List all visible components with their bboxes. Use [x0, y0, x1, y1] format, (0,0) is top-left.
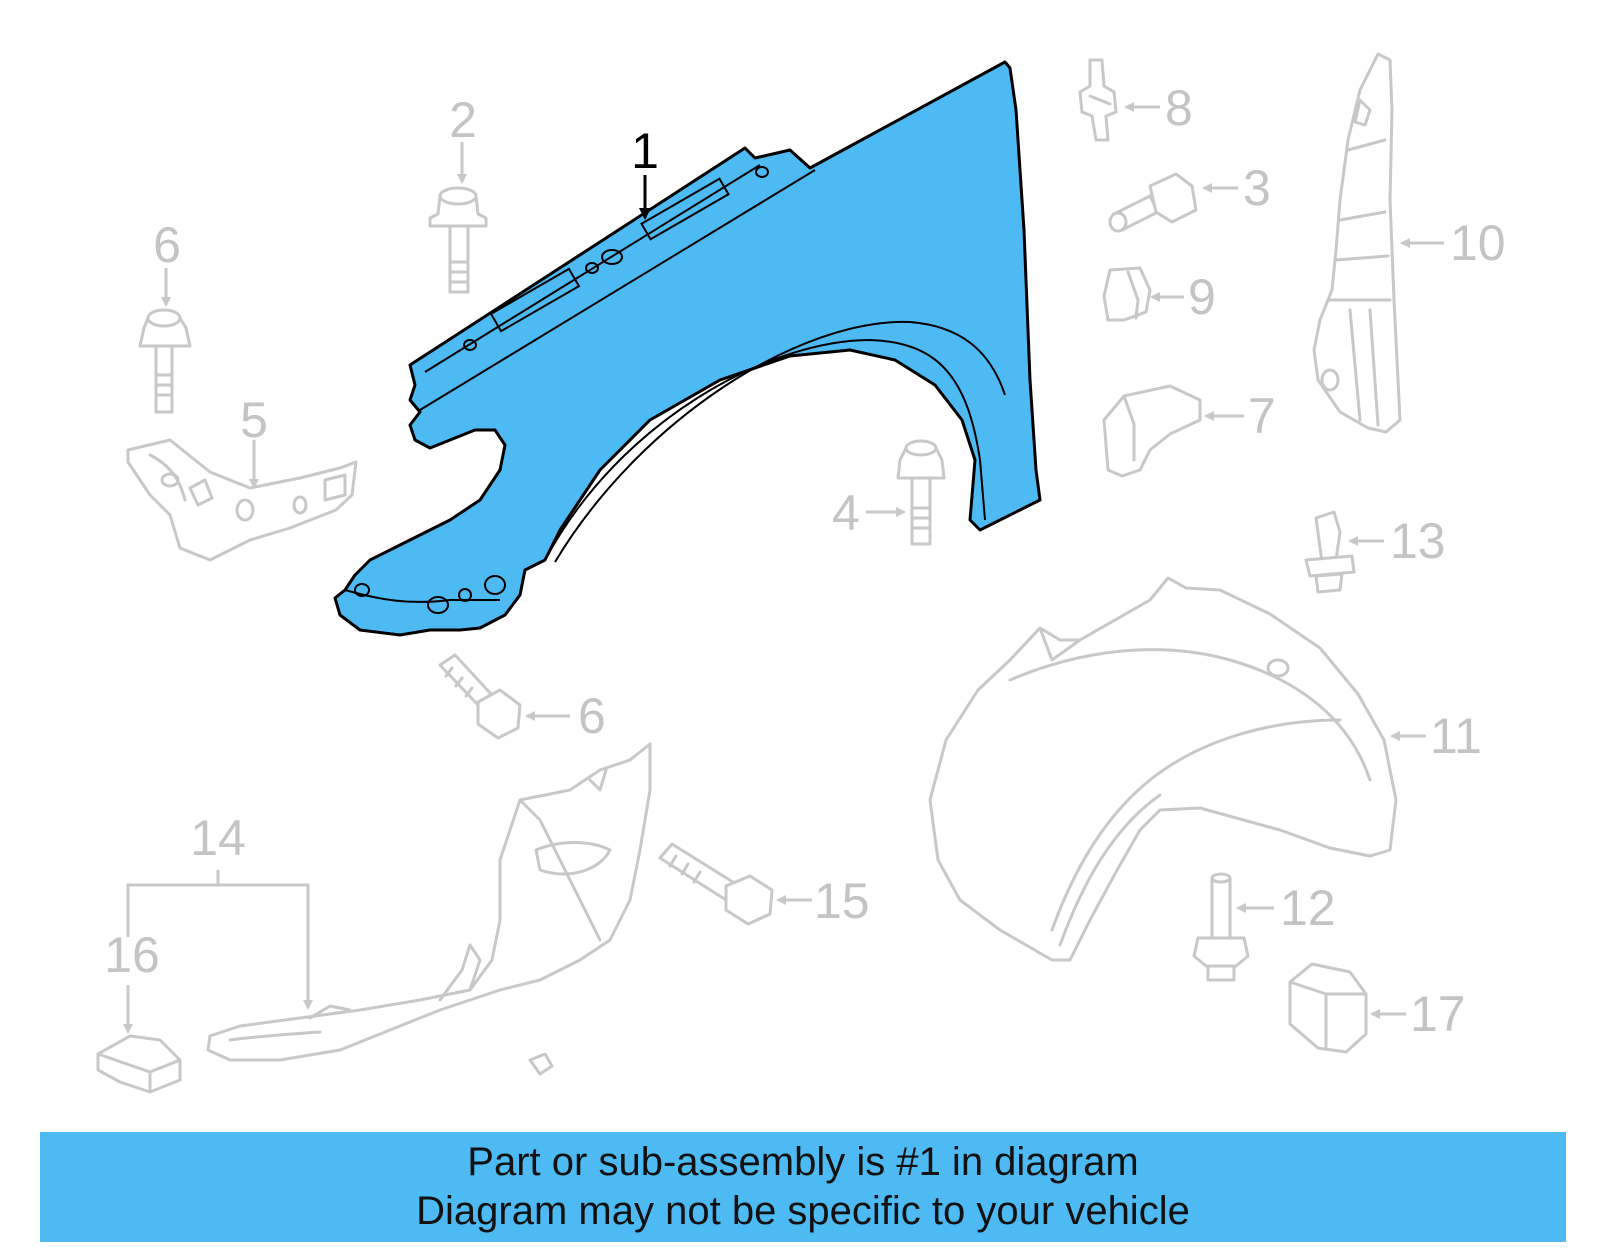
clip-part-16[interactable]: [96, 1034, 182, 1094]
bolt-part-15[interactable]: [658, 842, 774, 926]
callout-label-1: 1: [631, 123, 659, 179]
seal-part-10[interactable]: [1312, 52, 1402, 434]
callout-label-14: 14: [190, 810, 246, 866]
clip-part-7[interactable]: [1102, 384, 1202, 478]
banner-line-disclaimer: Diagram may not be specific to your vehi…: [416, 1189, 1190, 1233]
bolt-part-6-lower[interactable]: [438, 653, 522, 740]
callout-label-17: 17: [1410, 986, 1466, 1042]
callout-label-5: 5: [240, 392, 268, 448]
callout-label-12: 12: [1280, 880, 1336, 936]
banner-line-part-number: Part or sub-assembly is #1 in diagram: [467, 1140, 1139, 1184]
liner-part-11[interactable]: [928, 576, 1398, 962]
shield-part-14[interactable]: [206, 742, 652, 1076]
callout-label-8: 8: [1165, 80, 1193, 136]
callout-label-13: 13: [1390, 513, 1446, 569]
bolt-part-6-upper[interactable]: [138, 308, 192, 414]
fender-part[interactable]: [333, 60, 1042, 637]
bolt-part-12[interactable]: [1192, 872, 1250, 982]
bracket-part-5[interactable]: [126, 438, 358, 562]
callout-label-4: 4: [832, 485, 860, 541]
clip-part-17[interactable]: [1288, 962, 1368, 1054]
clip-part-9[interactable]: [1102, 266, 1152, 322]
callout-label-9: 9: [1188, 269, 1216, 325]
bolt-part-3[interactable]: [1108, 172, 1198, 233]
callout-label-6-upper: 6: [153, 217, 181, 273]
callout-label-6-lower: 6: [578, 688, 606, 744]
callout-label-15: 15: [814, 873, 870, 929]
callout-label-10: 10: [1450, 215, 1506, 271]
pin-part-13[interactable]: [1304, 510, 1356, 594]
info-banner: Part or sub-assembly is #1 in diagram Di…: [40, 1132, 1566, 1242]
callout-label-11: 11: [1430, 708, 1482, 764]
bolt-part-2[interactable]: [428, 186, 488, 294]
clip-part-8[interactable]: [1078, 58, 1118, 142]
callout-label-2: 2: [449, 92, 477, 148]
callout-label-16: 16: [104, 927, 160, 983]
callout-label-3: 3: [1243, 160, 1271, 216]
callout-label-7: 7: [1248, 388, 1276, 444]
bolt-part-4[interactable]: [896, 439, 946, 546]
